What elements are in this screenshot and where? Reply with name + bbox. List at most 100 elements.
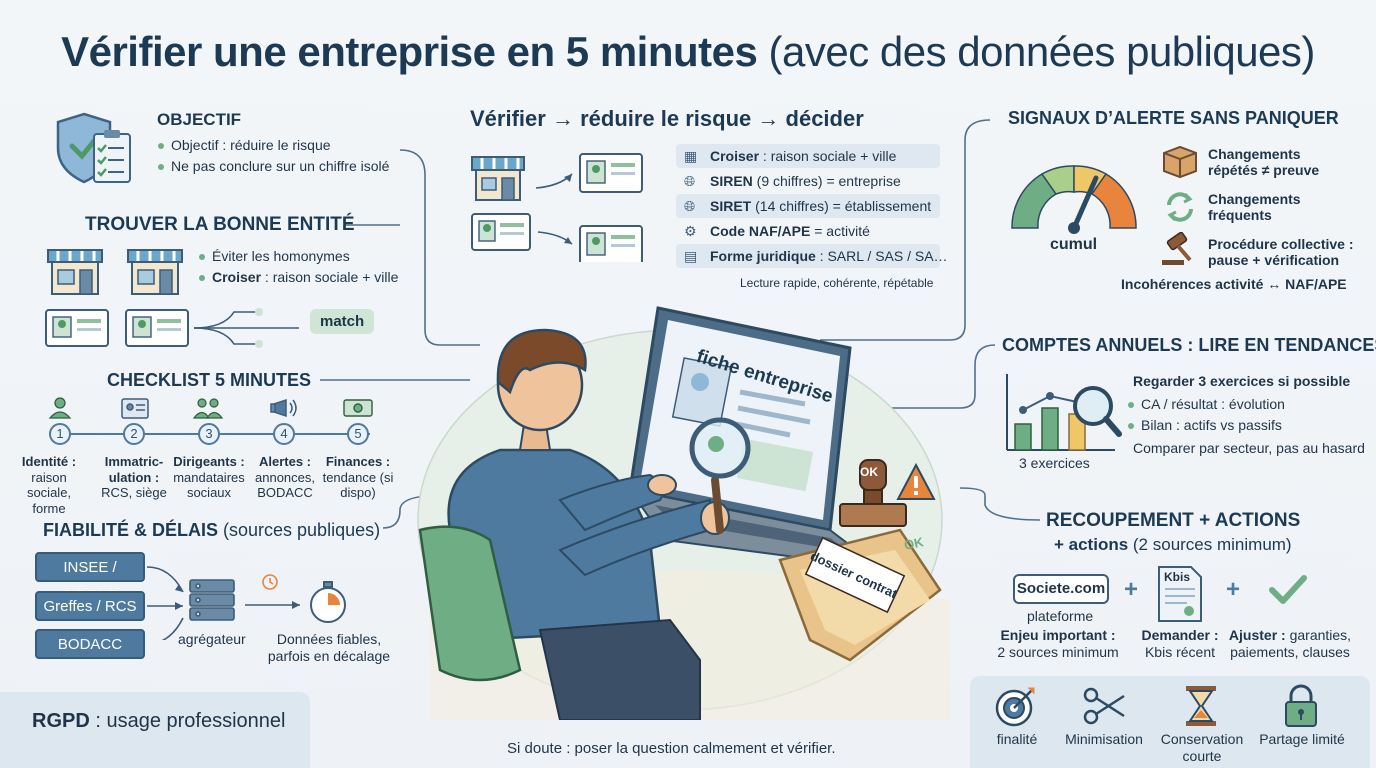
comptes-bullet: Bilan : actifs vs passifs xyxy=(1127,416,1285,435)
document-icon: ▤ xyxy=(684,248,698,264)
page-title: Vérifier une entreprise en 5 minutes (av… xyxy=(61,28,1315,75)
fields-list: ▦ Croiser : raison sociale + ville 🌐︎ SI… xyxy=(676,144,948,268)
field-row: 🌐︎ SIRET (14 chiffres) = établissement xyxy=(676,194,940,218)
comptes-note: Comparer par secteur, pas au hasard xyxy=(1133,440,1365,456)
risk-gauge xyxy=(1004,158,1144,238)
field-row: ⚙ Code NAF/APE = activité xyxy=(676,219,940,243)
id-card-icon xyxy=(471,213,531,251)
shop-icon xyxy=(471,156,525,201)
shop-icons xyxy=(46,246,191,298)
bottom-note: Si doute : poser la question calmement e… xyxy=(507,740,836,757)
comptes-bullets: CA / résultat : évolution Bilan : actifs… xyxy=(1127,395,1285,435)
recoupement-col: Ajuster : garanties, paiements, clauses xyxy=(1228,627,1352,660)
rgpd-icon-label: Conservation courte xyxy=(1160,731,1244,764)
magnifier-icon xyxy=(1073,386,1122,437)
target-icon xyxy=(994,686,1038,728)
signal-item: Changements répétés ≠ preuve xyxy=(1208,146,1320,179)
aggregator-label: agrégateur xyxy=(178,631,246,647)
objectif-bullet: Objectif : réduire le risque xyxy=(157,136,389,155)
id-card-match-diagram xyxy=(44,306,314,350)
hourglass-icon xyxy=(1184,684,1218,728)
entite-bullet: Éviter les homonymes xyxy=(198,247,398,266)
center-illustration xyxy=(410,300,970,720)
step-circle: 5 xyxy=(347,423,369,445)
flow-illustration xyxy=(470,152,670,262)
entite-heading: TROUVER LA BONNE ENTITÉ xyxy=(85,214,355,235)
kbis-document-icon xyxy=(1157,565,1203,623)
entite-bullet: Croiser : raison sociale + ville xyxy=(198,268,398,287)
objectif-bullet: Ne pas conclure sur un chiffre isolé xyxy=(157,157,389,176)
step-circle: 1 xyxy=(49,423,71,445)
scissors-icon xyxy=(1082,686,1128,726)
server-icon xyxy=(189,579,235,621)
step-circle: 4 xyxy=(273,423,295,445)
fiabilite-result: Données fiables, parfois en décalage xyxy=(267,631,391,664)
signal-item: Changements fréquents xyxy=(1208,191,1301,224)
step-circle: 2 xyxy=(123,423,145,445)
rgpd-panel xyxy=(0,692,310,768)
lock-icon xyxy=(1283,684,1319,728)
comptes-lead: Regarder 3 exercices si possible xyxy=(1133,373,1351,389)
ok-stamp-icon xyxy=(839,459,907,527)
rgpd-icon-label: Partage limité xyxy=(1259,731,1345,747)
kbis-label: Kbis xyxy=(1164,570,1191,584)
signaux-footer: Incohérences activité ↔ NAF/APE xyxy=(1121,276,1347,292)
platform-caption: plateforme xyxy=(1027,608,1094,624)
id-card-icon xyxy=(45,309,109,347)
person-icon xyxy=(48,397,72,419)
checklist-icons xyxy=(45,394,380,424)
rgpd-label: RGPD : usage professionnel xyxy=(32,710,286,732)
globe-icon: 🌐︎ xyxy=(684,173,696,189)
recoupement-heading: RECOUPEMENT + ACTIONS xyxy=(1046,510,1301,531)
field-row: 🌐︎ SIREN (9 chiffres) = entreprise xyxy=(676,169,940,193)
step-label: Dirigeants : mandataires sociaux xyxy=(173,454,245,501)
money-icon xyxy=(343,399,373,417)
objectif-illustration xyxy=(52,108,134,186)
megaphone-icon xyxy=(270,398,297,418)
comptes-heading: COMPTES ANNUELS : LIRE EN TENDANCES xyxy=(1002,335,1376,355)
objectif-heading: OBJECTIF xyxy=(157,110,242,129)
signaux-heading: SIGNAUX D’ALERTE SANS PANIQUER xyxy=(1008,108,1339,128)
step-label: Immatric-ulation : RCS, siège xyxy=(101,454,167,501)
warning-icon xyxy=(896,462,936,500)
societe-logo: Societe.com xyxy=(1013,574,1109,604)
plus-sign: + xyxy=(1124,576,1139,603)
recoupement-subheading: + actions (2 sources minimum) xyxy=(1054,535,1292,554)
step-label: Finances : tendance (si dispo) xyxy=(322,454,394,501)
checklist-heading: CHECKLIST 5 MINUTES xyxy=(107,370,312,390)
clock-icon xyxy=(262,574,278,590)
id-badge-icon xyxy=(121,398,149,419)
fields-caption: Lecture rapide, cohérente, répétable xyxy=(740,276,934,290)
fiabilite-heading: FIABILITÉ & DÉLAIS (sources publiques) xyxy=(43,520,381,540)
gavel-icon xyxy=(1160,232,1200,268)
match-tag: match xyxy=(310,309,375,334)
step-label: Identité : raison sociale, forme xyxy=(21,454,77,516)
field-row: ▤ Forme juridique : SARL / SAS / SA… xyxy=(676,244,948,268)
source-greffes: Greffes / RCS xyxy=(35,591,145,621)
step-circle: 3 xyxy=(198,423,220,445)
person-illustration xyxy=(418,328,751,720)
globe-icon: 🌐︎ xyxy=(684,198,696,214)
comptes-chart xyxy=(1005,372,1123,454)
gauge-label: cumul xyxy=(1050,236,1098,253)
grid-icon: ▦ xyxy=(684,148,698,164)
fiabilite-diagram xyxy=(145,560,375,640)
objectif-bullets: Objectif : réduire le risque Ne pas conc… xyxy=(157,136,389,176)
package-icon xyxy=(1160,143,1200,179)
source-bodacc: BODACC xyxy=(35,629,145,659)
flow-header: Vérifier → réduire le risque → décider xyxy=(470,106,864,131)
magnifier-icon xyxy=(689,417,751,534)
folder-icon xyxy=(778,528,942,662)
plus-sign: + xyxy=(1226,576,1241,603)
shop-icon xyxy=(47,249,103,295)
comptes-bullet: CA / résultat : évolution xyxy=(1127,395,1285,414)
rgpd-icon-label: Minimisation xyxy=(1065,731,1143,747)
group-icon xyxy=(192,398,224,419)
stamp-label: OK xyxy=(860,465,878,479)
recoupement-col: Demander :Kbis récent xyxy=(1141,627,1219,660)
field-row: ▦ Croiser : raison sociale + ville xyxy=(676,144,940,168)
signal-item: Procédure collective : pause + vérificat… xyxy=(1208,236,1354,269)
rgpd-icon-label: finalité xyxy=(996,731,1038,747)
chart-caption: 3 exercices xyxy=(1019,455,1090,471)
step-label: Alertes : annonces, BODACC xyxy=(255,454,315,501)
